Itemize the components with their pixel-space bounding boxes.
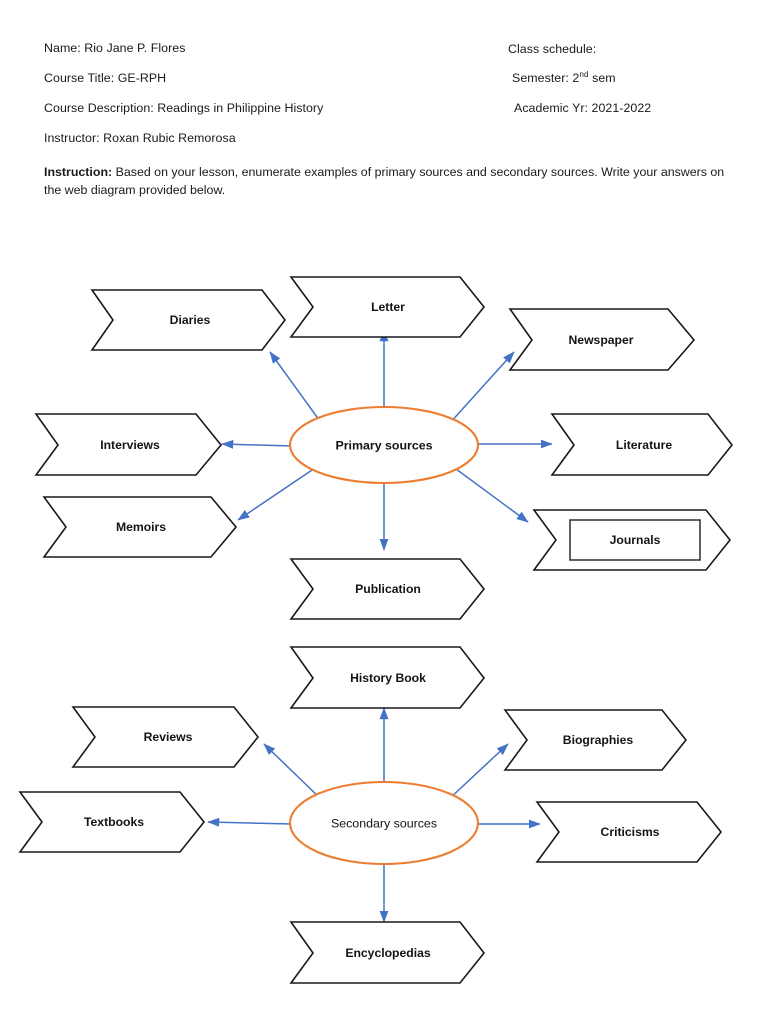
connector-to-memoirs	[237, 465, 319, 521]
node-publication[interactable]: Publication	[289, 558, 486, 620]
connector-to-diaries	[269, 351, 323, 425]
header-columns: Name: Rio Jane P. Flores Course Title: G…	[44, 42, 728, 162]
node-literature[interactable]: Literature	[550, 413, 734, 476]
node-diaries-shape	[90, 289, 287, 351]
semester-ordinal-suffix: nd	[579, 70, 589, 80]
hub-secondary-ellipse	[288, 780, 480, 866]
hub-secondary-sources[interactable]: Secondary sources	[288, 780, 480, 866]
node-letter-shape	[289, 276, 486, 338]
node-criticisms[interactable]: Criticisms	[535, 801, 723, 863]
node-history-book[interactable]: History Book	[289, 646, 486, 709]
node-diaries[interactable]: Diaries	[90, 289, 287, 351]
node-journals[interactable]: Journals	[532, 509, 732, 571]
node-encyclopedias-label: Encyclopedias	[345, 946, 431, 960]
node-history-book-shape	[289, 646, 486, 709]
primary-sources-svg: Diaries Letter Newspaper Interviews Lite…	[34, 276, 734, 620]
node-literature-shape	[550, 413, 734, 476]
semester-unit: sem	[588, 71, 616, 86]
secondary-connectors	[207, 707, 541, 923]
node-encyclopedias[interactable]: Encyclopedias	[289, 921, 486, 984]
node-textbooks[interactable]: Textbooks	[18, 791, 206, 853]
header-left-column: Name: Rio Jane P. Flores Course Title: G…	[44, 42, 464, 162]
connector-to-journals	[451, 465, 529, 523]
node-biographies-label: Biographies	[563, 733, 634, 747]
hub-secondary-label: Secondary sources	[331, 816, 437, 830]
node-history-book-label: History Book	[350, 671, 426, 685]
node-newspaper-shape	[508, 308, 696, 371]
node-reviews-label: Reviews	[144, 730, 193, 744]
instruction-text: Based on your lesson, enumerate examples…	[44, 165, 725, 198]
web-diagram-primary-sources: Diaries Letter Newspaper Interviews Lite…	[0, 252, 768, 632]
field-class-schedule: Class schedule:	[508, 42, 597, 56]
connector-to-textbooks	[207, 817, 293, 827]
secondary-sources-svg: History Book Reviews Biographies Textboo…	[18, 646, 723, 984]
node-biographies[interactable]: Biographies	[503, 709, 688, 771]
header-right-column: Class schedule: Semester: 2nd sem Academ…	[508, 42, 728, 131]
node-newspaper-label: Newspaper	[568, 333, 633, 347]
node-textbooks-shape	[18, 791, 206, 853]
connector-to-newspaper	[448, 351, 515, 425]
node-journals-inner-box	[569, 519, 701, 561]
node-textbooks-label: Textbooks	[84, 815, 144, 829]
primary-connectors	[221, 329, 553, 551]
connector-to-interviews	[221, 439, 293, 449]
node-letter[interactable]: Letter	[289, 276, 486, 338]
field-academic-year: Academic Yr: 2021-2022	[514, 100, 652, 115]
node-reviews[interactable]: Reviews	[71, 706, 260, 768]
node-criticisms-label: Criticisms	[601, 825, 660, 839]
web-diagram-secondary-sources: History Book Reviews Biographies Textboo…	[0, 632, 768, 1007]
semester-text: Semester: 2	[512, 71, 580, 86]
instruction-label: Instruction:	[44, 165, 113, 179]
node-publication-shape	[289, 558, 486, 620]
field-course-title: Course Title: GE-RPH	[44, 70, 167, 85]
node-publication-label: Publication	[355, 582, 421, 596]
node-biographies-shape	[503, 709, 688, 771]
node-memoirs[interactable]: Memoirs	[42, 496, 238, 558]
node-newspaper[interactable]: Newspaper	[508, 308, 696, 371]
node-interviews-shape	[34, 413, 223, 476]
field-semester: Semester: 2nd sem	[508, 70, 728, 86]
instruction-paragraph: Instruction: Based on your lesson, enume…	[44, 163, 730, 199]
hub-primary-label: Primary sources	[335, 438, 432, 452]
node-memoirs-shape	[42, 496, 238, 558]
node-interviews[interactable]: Interviews	[34, 413, 223, 476]
node-criticisms-shape	[535, 801, 723, 863]
hub-primary-sources[interactable]: Primary sources	[288, 405, 480, 485]
node-journals-label: Journals	[610, 533, 661, 547]
connector-to-biographies	[447, 743, 509, 801]
field-course-description: Course Description: Readings in Philippi…	[44, 100, 324, 115]
node-letter-label: Letter	[371, 300, 405, 314]
node-reviews-shape	[71, 706, 260, 768]
node-diaries-label: Diaries	[170, 313, 211, 327]
field-instructor: Instructor: Roxan Rubic Remorosa	[44, 130, 236, 145]
field-name: Name: Rio Jane P. Flores	[44, 41, 186, 55]
document-header: Name: Rio Jane P. Flores Course Title: G…	[0, 0, 768, 162]
connector-to-reviews	[263, 743, 323, 801]
node-interviews-label: Interviews	[100, 438, 160, 452]
node-memoirs-label: Memoirs	[116, 520, 166, 534]
node-encyclopedias-shape	[289, 921, 486, 984]
hub-primary-ellipse	[288, 405, 480, 485]
node-literature-label: Literature	[616, 438, 672, 452]
